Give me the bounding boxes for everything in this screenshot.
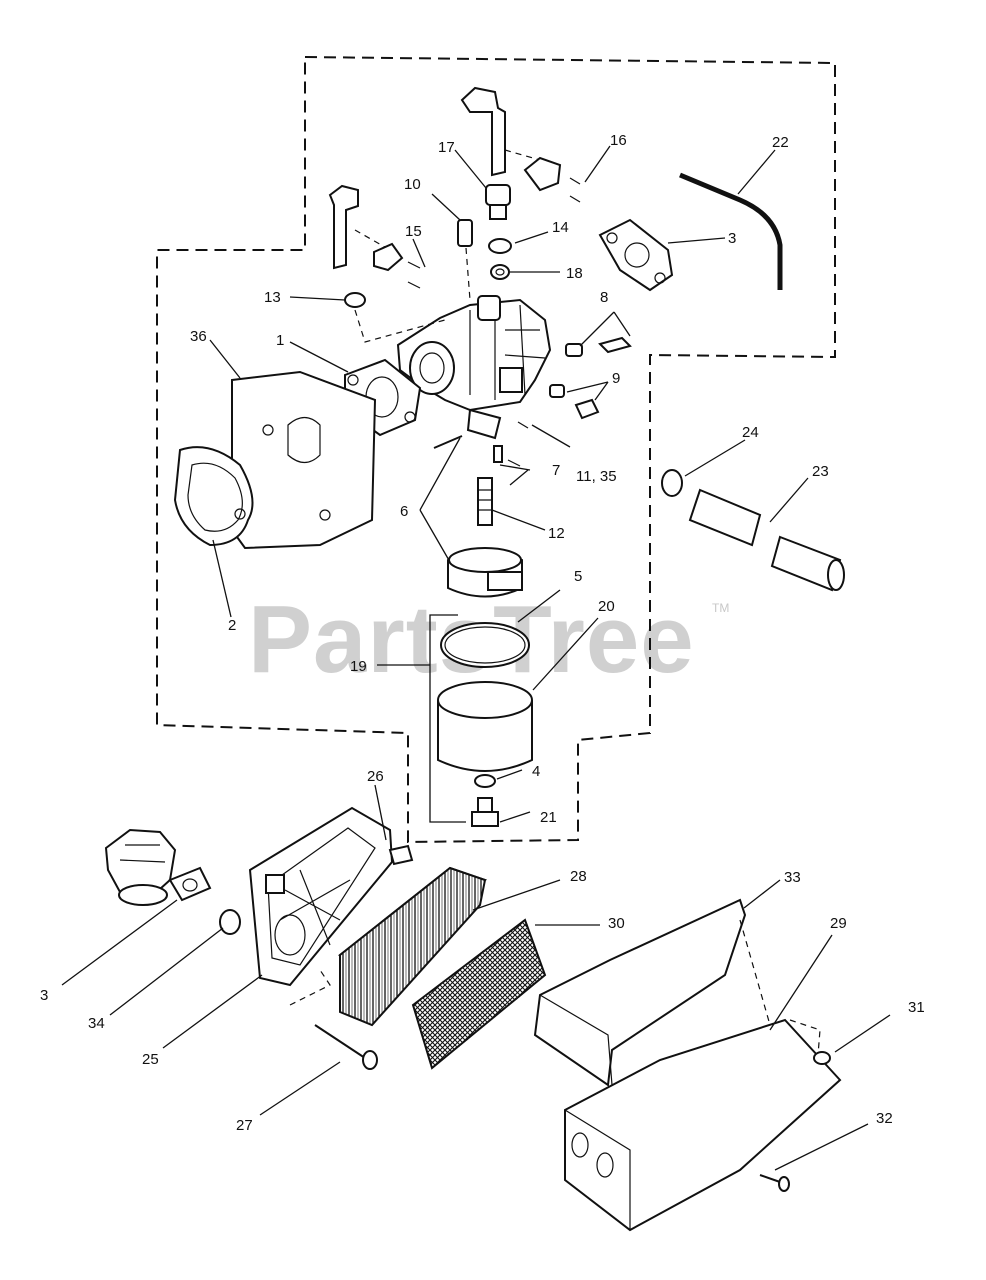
screw-27: [289, 969, 378, 1070]
callout-15: 15: [405, 223, 422, 240]
callout-32: 32: [876, 1110, 893, 1127]
pre-cleaner-30: [411, 918, 547, 1070]
hose-clamp: [661, 469, 683, 497]
washer-18: [490, 264, 510, 280]
callout-8: 8: [600, 289, 608, 306]
callout-5: 5: [574, 568, 582, 585]
callout-7: 7: [552, 462, 560, 479]
fuel-hose-23: [688, 488, 845, 592]
leader-lines: [61, 145, 891, 1171]
watermark-trademark: TM: [712, 601, 729, 615]
callout-19: 19: [350, 658, 367, 675]
callout-10: 10: [404, 176, 421, 193]
callout-33: 33: [784, 869, 801, 886]
callout-18: 18: [566, 265, 583, 282]
main-jet: [517, 421, 529, 429]
inlet-needle: [493, 445, 521, 467]
callout-6: 6: [400, 503, 408, 520]
callout-23: 23: [812, 463, 829, 480]
fuel-inlet-fitting: [485, 184, 511, 220]
small-gasket-3: [168, 866, 212, 902]
callout-14: 14: [552, 219, 569, 236]
air-cleaner-base: [248, 806, 394, 987]
air-cleaner-housing-29: [564, 919, 842, 1232]
screw-26: [388, 844, 414, 866]
float-bowl: [437, 681, 533, 772]
throttle-lever: [460, 86, 581, 203]
bowl-kit-bracket: [429, 614, 466, 823]
carburetor-group-outline: [156, 55, 836, 844]
callout-27: 27: [236, 1117, 253, 1134]
mixture-screws-9: [549, 384, 600, 420]
callout-25: 25: [142, 1051, 159, 1068]
air-filter-28: [337, 866, 488, 1027]
float-pin: [433, 435, 463, 449]
washer-14: [488, 238, 512, 254]
nut-31: [813, 1051, 831, 1065]
carburetor-float: [447, 547, 523, 598]
callout-34: 34: [88, 1015, 105, 1032]
idle-screw: [457, 219, 473, 301]
bowl-gasket: [440, 622, 530, 668]
callout-12: 12: [548, 525, 565, 542]
emulsion-tube: [477, 477, 493, 526]
choke-lever: [328, 184, 421, 289]
small-carburetor: [104, 828, 177, 906]
callout-labels: 1 2 3 3 4 5 6 7 8 9 10 11, 35 12 13 14 1…: [40, 132, 925, 1134]
callout-16: 16: [610, 132, 627, 149]
gasket-3: [598, 218, 674, 292]
callout-13: 13: [264, 289, 281, 306]
callout-2: 2: [228, 617, 236, 634]
air-cleaner-cover-33: [533, 898, 747, 1087]
gasket-36: [231, 370, 377, 550]
callout-17: 17: [438, 139, 455, 156]
callout-3-upper: 3: [728, 230, 736, 247]
callout-28: 28: [570, 868, 587, 885]
callout-4: 4: [532, 763, 540, 780]
callout-30: 30: [608, 915, 625, 932]
bowl-washer: [474, 774, 496, 788]
callout-20: 20: [598, 598, 615, 615]
callout-1: 1: [276, 332, 284, 349]
spacer-34: [219, 909, 241, 935]
mixture-screws-8: [565, 336, 632, 357]
carburetor-body: [396, 295, 552, 440]
callout-36: 36: [190, 328, 207, 345]
callout-24: 24: [742, 424, 759, 441]
fuel-line-22: [679, 172, 783, 290]
callout-31: 31: [908, 999, 925, 1016]
bowl-screw: [471, 797, 499, 827]
gasket-2: [173, 446, 254, 547]
callout-9: 9: [612, 370, 620, 387]
callout-29: 29: [830, 915, 847, 932]
screw-32: [759, 1174, 790, 1192]
callout-21: 21: [540, 809, 557, 826]
callout-3-lower: 3: [40, 987, 48, 1004]
callout-26: 26: [367, 768, 384, 785]
callout-11-35: 11, 35: [576, 468, 617, 485]
callout-22: 22: [772, 134, 789, 151]
